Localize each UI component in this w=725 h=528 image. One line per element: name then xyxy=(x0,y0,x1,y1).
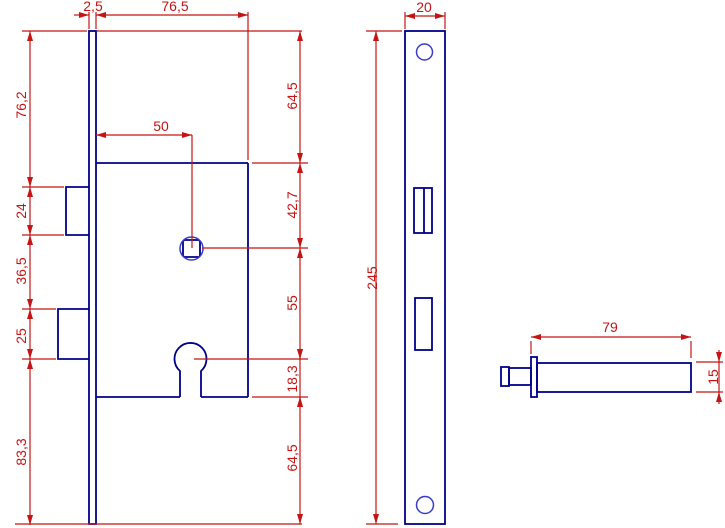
bolt-body-outline xyxy=(536,362,692,393)
dim-label-top-overhang: 76,2 xyxy=(13,91,29,118)
screw-hole-top xyxy=(415,43,434,61)
side-view-dimensions xyxy=(366,12,446,525)
dim-label-backset: 50 xyxy=(153,118,169,134)
dim-label-latch-to-bolt-gap: 36,5 xyxy=(13,257,29,284)
dim-label-body-top-to-spindle: 42,7 xyxy=(284,191,300,218)
dim-label-latch-height: 24 xyxy=(13,203,29,219)
bolt-cap-outline xyxy=(500,366,510,387)
dim-label-faceplate-length: 245 xyxy=(364,266,380,290)
dim-label-faceplate-thickness: 2,5 xyxy=(83,0,103,14)
front-view xyxy=(57,30,249,525)
faceplate-side-view xyxy=(404,30,446,525)
keyhole-outline xyxy=(173,342,208,397)
deadbolt-opening xyxy=(414,297,433,351)
latch-bolt-front-outline xyxy=(65,186,89,236)
dim-label-bolt-diameter: 15 xyxy=(705,369,721,385)
dim-label-bolt-height: 25 xyxy=(13,328,29,344)
dim-label-body-bottom-to-end: 64,5 xyxy=(284,444,300,471)
dim-label-spindle-to-keyhole: 55 xyxy=(284,295,300,311)
dim-label-keyhole-to-body-bottom: 18,3 xyxy=(284,365,300,392)
faceplate-front-outline xyxy=(88,30,97,525)
dim-label-top-to-body: 64,5 xyxy=(284,82,300,109)
dim-label-body-width: 76,5 xyxy=(161,0,188,14)
latch-opening xyxy=(413,187,433,234)
bolt-flange-outline xyxy=(530,356,538,398)
deadbolt-front-outline xyxy=(57,308,89,360)
dim-label-bolt-length: 79 xyxy=(602,319,618,335)
bolt-detail-view xyxy=(500,356,692,398)
screw-hole-bottom xyxy=(415,495,435,515)
bolt-view-dimensions xyxy=(530,334,723,404)
faceplate-side-outline xyxy=(404,30,446,525)
dim-label-bottom-overhang: 83,3 xyxy=(13,438,29,465)
dim-label-faceplate-width: 20 xyxy=(416,0,432,15)
dimension-labels: 2,5 76,5 50 76,2 24 36,5 25 83,3 64,5 42… xyxy=(13,0,721,472)
front-view-dimensions xyxy=(15,12,308,525)
bolt-stem-outline xyxy=(508,367,532,386)
